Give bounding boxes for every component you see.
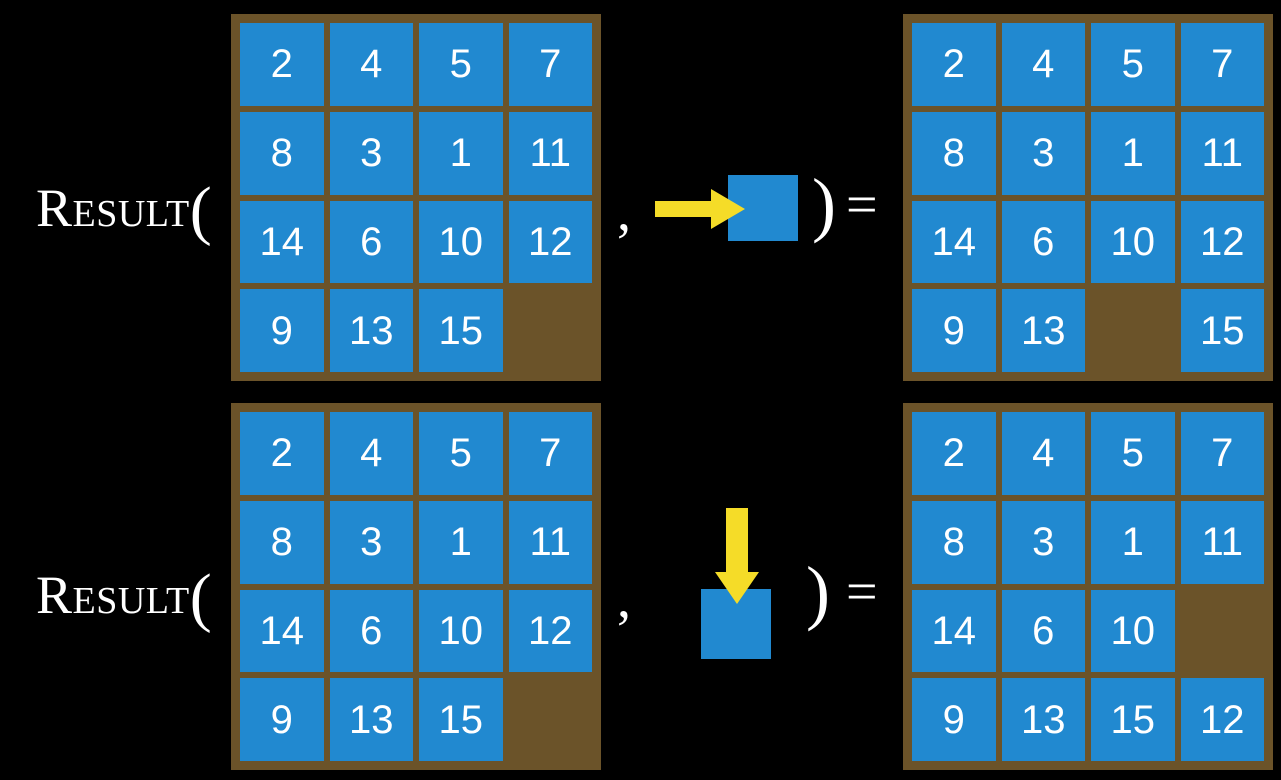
- puzzle-tile[interactable]: 15: [1180, 289, 1264, 372]
- puzzle-tile[interactable]: 2: [240, 23, 324, 106]
- puzzle-tile[interactable]: 3: [1001, 111, 1085, 195]
- close-paren-row1: ): [812, 164, 836, 244]
- empty-slot: [1181, 590, 1265, 673]
- puzzle-tile[interactable]: 8: [240, 500, 324, 584]
- puzzle-tile[interactable]: 1: [419, 111, 503, 195]
- arrow-right-icon: [655, 189, 745, 229]
- puzzle-tile[interactable]: 14: [912, 200, 996, 284]
- puzzle-tile[interactable]: 12: [508, 589, 592, 673]
- puzzle-tile[interactable]: 13: [329, 289, 413, 372]
- puzzle-tile[interactable]: 12: [1180, 200, 1264, 284]
- puzzle-tile[interactable]: 8: [240, 111, 324, 195]
- open-paren-row1: (: [189, 174, 213, 247]
- puzzle-tile[interactable]: 6: [1001, 200, 1085, 284]
- puzzle-tile[interactable]: 3: [329, 111, 413, 195]
- arrow-down-icon: [715, 508, 759, 604]
- puzzle-tile[interactable]: 1: [419, 500, 503, 584]
- puzzle-tile[interactable]: 2: [912, 23, 996, 106]
- puzzle-tile[interactable]: 5: [419, 412, 503, 495]
- puzzle-tile[interactable]: 10: [419, 589, 503, 673]
- puzzle-tile[interactable]: 11: [508, 500, 592, 584]
- equals-row1: =: [846, 174, 878, 236]
- puzzle-tile[interactable]: 13: [329, 678, 413, 761]
- puzzle-tile[interactable]: 7: [1180, 23, 1264, 106]
- puzzle-tile[interactable]: 8: [912, 500, 996, 584]
- puzzle-tile[interactable]: 9: [240, 678, 324, 761]
- puzzle-tile[interactable]: 3: [1001, 500, 1085, 584]
- puzzle-tile[interactable]: 7: [508, 23, 592, 106]
- puzzle-tile[interactable]: 6: [329, 200, 413, 284]
- result-label-row2: Result(: [36, 565, 212, 631]
- puzzle-tile[interactable]: 5: [419, 23, 503, 106]
- puzzle-tile[interactable]: 13: [1001, 289, 1085, 372]
- puzzle-tile[interactable]: 13: [1001, 678, 1085, 761]
- puzzle-tile[interactable]: 7: [1180, 412, 1264, 495]
- puzzle-tile[interactable]: 10: [1091, 200, 1175, 284]
- puzzle-tile[interactable]: 11: [1180, 500, 1264, 584]
- result-function-name-row2: Result: [36, 565, 190, 625]
- open-paren-row2: (: [189, 561, 213, 634]
- puzzle-tile[interactable]: 9: [912, 678, 996, 761]
- empty-slot: [509, 289, 593, 372]
- puzzle-tile[interactable]: 9: [912, 289, 996, 372]
- empty-slot: [1091, 289, 1175, 372]
- puzzle-tile[interactable]: 4: [1001, 23, 1085, 106]
- close-paren-row2: ): [806, 552, 830, 632]
- puzzle-tile[interactable]: 8: [912, 111, 996, 195]
- puzzle-tile[interactable]: 15: [419, 678, 503, 761]
- puzzle-tile[interactable]: 5: [1091, 412, 1175, 495]
- puzzle-tile[interactable]: 1: [1091, 500, 1175, 584]
- puzzle-tile[interactable]: 12: [508, 200, 592, 284]
- comma-row1: ,: [617, 181, 631, 243]
- move-right-action: [655, 173, 801, 243]
- puzzle-tile[interactable]: 10: [419, 200, 503, 284]
- puzzle-tile[interactable]: 14: [912, 589, 996, 673]
- puzzle-tile[interactable]: 11: [508, 111, 592, 195]
- puzzle-tile[interactable]: 6: [329, 589, 413, 673]
- puzzle-tile[interactable]: 11: [1180, 111, 1264, 195]
- puzzle-tile[interactable]: 4: [1001, 412, 1085, 495]
- result-function-name-row1: Result: [36, 178, 190, 238]
- puzzle-tile[interactable]: 14: [240, 200, 324, 284]
- comma-row2: ,: [617, 568, 631, 630]
- move-down-action: [700, 508, 776, 660]
- puzzle-tile[interactable]: 5: [1091, 23, 1175, 106]
- puzzle-tile[interactable]: 2: [912, 412, 996, 495]
- puzzle-tile[interactable]: 7: [508, 412, 592, 495]
- puzzle-tile[interactable]: 9: [240, 289, 324, 372]
- empty-slot: [509, 678, 593, 761]
- result-label-row1: Result(: [36, 178, 212, 244]
- equals-row2: =: [846, 561, 878, 623]
- puzzle-tile[interactable]: 10: [1091, 589, 1175, 673]
- puzzle-tile[interactable]: 6: [1001, 589, 1085, 673]
- puzzle-tile[interactable]: 2: [240, 412, 324, 495]
- puzzle-tile[interactable]: 15: [419, 289, 503, 372]
- puzzle-tile[interactable]: 1: [1091, 111, 1175, 195]
- puzzle-tile[interactable]: 3: [329, 500, 413, 584]
- puzzle-tile[interactable]: 15: [1091, 678, 1175, 761]
- puzzle-tile[interactable]: 14: [240, 589, 324, 673]
- puzzle-tile[interactable]: 12: [1180, 678, 1264, 761]
- puzzle-tile[interactable]: 4: [329, 23, 413, 106]
- puzzle-tile[interactable]: 4: [329, 412, 413, 495]
